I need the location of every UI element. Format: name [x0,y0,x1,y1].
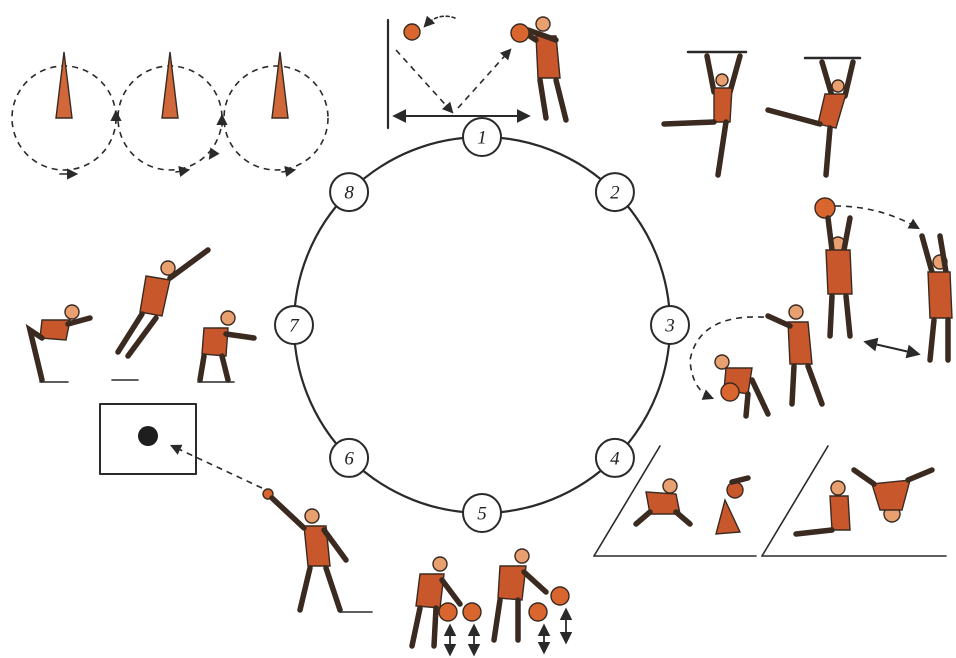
ball-icon [438,602,458,622]
station-badge-1: 1 [462,117,502,157]
station-badge-circle [462,493,502,533]
ball-icon [550,586,570,606]
target-board [99,403,197,475]
station-badge-4: 4 [594,437,635,478]
cone-icon [271,51,289,119]
station-number: 6 [344,448,354,469]
ball-icon [462,602,482,622]
station-number: 3 [664,316,675,337]
station-number: 7 [289,316,300,337]
ball-icon [403,23,421,41]
station-badge-circle [274,305,314,345]
station-badge-circle [594,172,635,213]
station-badge-3: 3 [650,305,690,345]
station-1-illustration [386,15,569,130]
cone-icon [55,51,73,119]
ball-icon [528,602,548,622]
station-badge-6: 6 [329,437,370,478]
station-badge-circle [650,305,690,345]
target-icon [138,426,158,446]
station-number: 5 [477,504,487,525]
station-number: 2 [610,183,620,204]
station-badges: 1 2 3 4 5 6 7 8 [274,117,690,533]
station-3-illustration [689,197,953,419]
station-badge-circle [329,437,370,478]
station-5-illustration [409,548,573,657]
ball-icon [814,197,836,219]
station-badge-circle [594,437,635,478]
ball-icon [720,382,740,402]
station-7-illustration [25,247,257,383]
station-6-illustration [99,403,373,613]
station-2-illustration [661,50,862,178]
station-badge-2: 2 [594,172,635,213]
station-number: 4 [610,448,620,469]
station-badge-7: 7 [274,305,314,345]
station-number: 8 [344,183,354,204]
ball-icon [510,23,530,43]
station-badge-5: 5 [462,493,502,533]
station-number: 1 [477,128,487,149]
station-badge-8: 8 [329,172,370,213]
station-4-illustration [593,445,947,557]
cone-icon [161,51,179,119]
station-8-illustration [11,51,329,180]
station-badge-circle [329,172,370,213]
